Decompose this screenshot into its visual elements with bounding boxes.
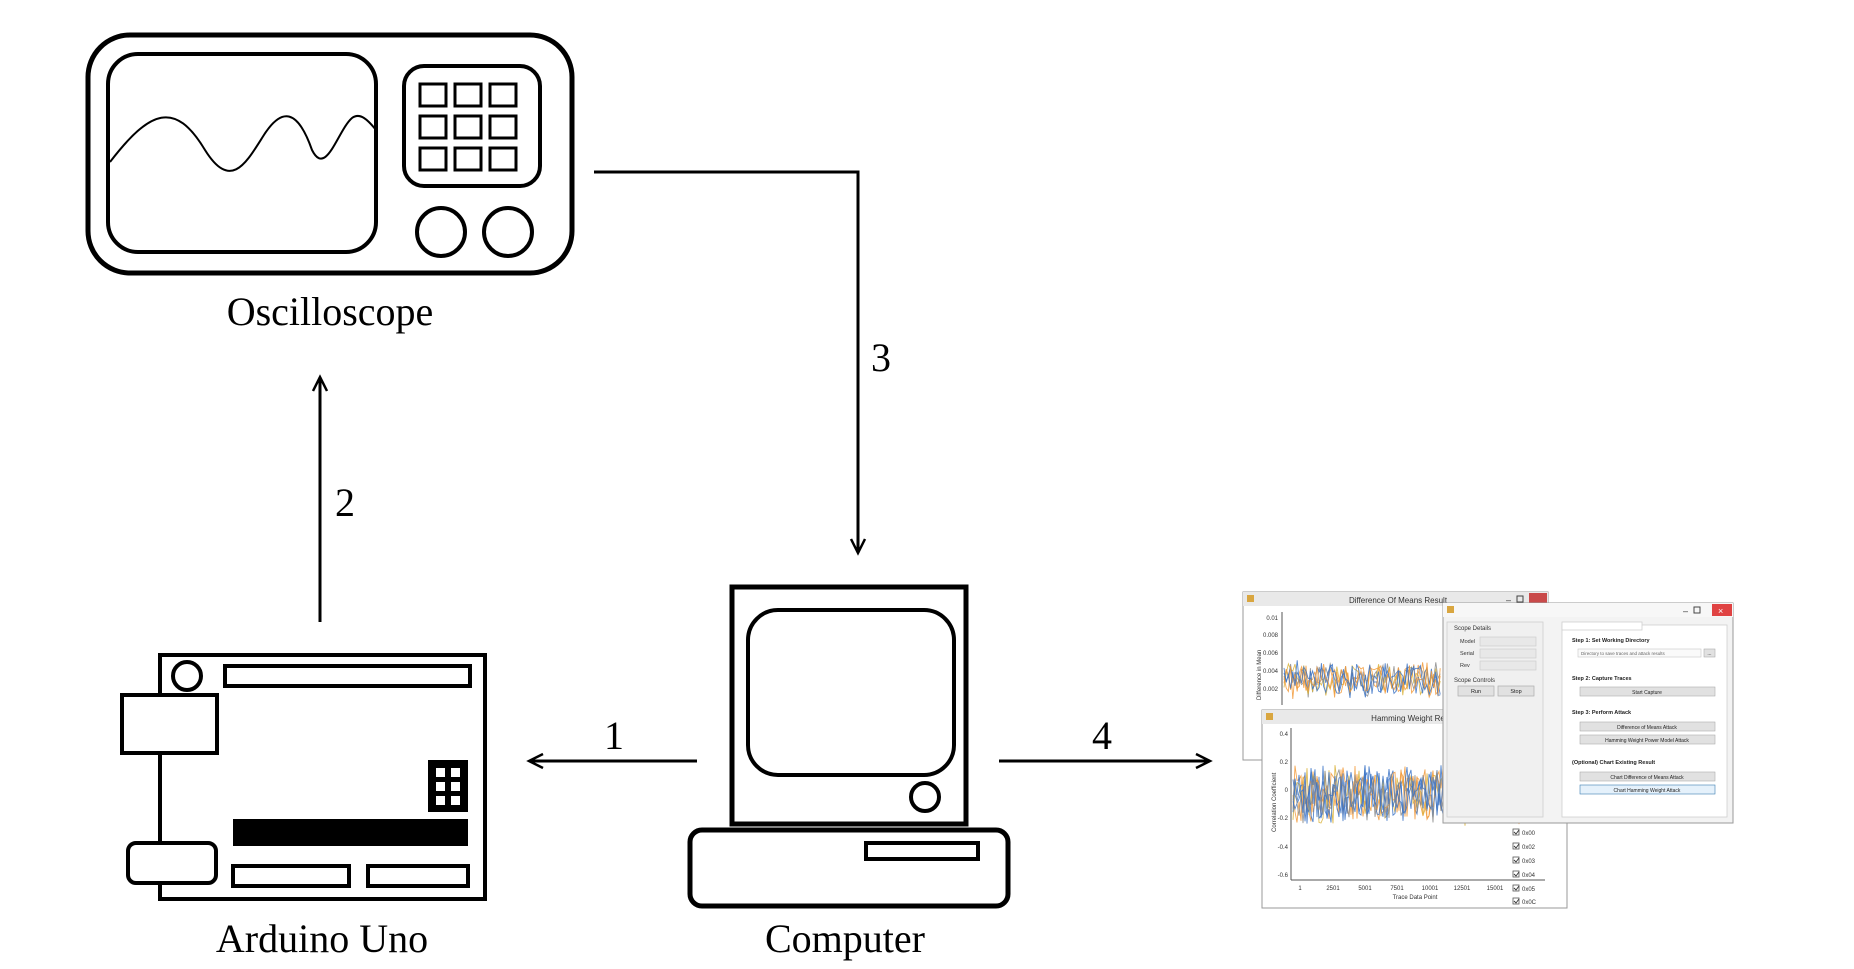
dom-window-title: Difference Of Means Result: [1349, 596, 1448, 605]
hw-window-title: Hamming Weight Res: [1371, 714, 1449, 723]
chart-dom-button[interactable]: Chart Difference of Means Attack: [1579, 771, 1716, 782]
field-label-rev: Rev: [1460, 663, 1470, 669]
rev-field[interactable]: [1479, 660, 1537, 671]
key-guess-checkbox[interactable]: 0x03: [1512, 856, 1536, 865]
hw-x-tick: 1: [1298, 886, 1302, 892]
key-guess-label: 0x03: [1522, 859, 1536, 865]
maximize-icon[interactable]: [1693, 606, 1701, 614]
minimize-icon[interactable]: –: [1506, 595, 1511, 605]
browse-button[interactable]: ...: [1703, 648, 1716, 658]
hw-x-axis-label: Trace Data Point: [1393, 895, 1438, 901]
hw-y-axis-label: Correlation Coefficient: [1272, 772, 1278, 832]
key-guess-label: 0x04: [1522, 873, 1536, 879]
window-icon: [1247, 595, 1254, 602]
arrow-3: [594, 170, 867, 556]
key-guess-checklist: 0x00 0x02 0x03 0x04 0x05 0x0C: [1512, 828, 1537, 906]
field-label-serial: Serial: [1460, 651, 1474, 657]
hw-y-tick: 0.2: [1280, 760, 1289, 766]
arrow-4-label: 4: [1092, 713, 1112, 758]
step3-title: Step 3: Perform Attack: [1572, 710, 1632, 716]
dom-trace-line-4: [1283, 662, 1441, 700]
maximize-icon[interactable]: [1516, 595, 1524, 603]
minimize-icon[interactable]: –: [1683, 606, 1688, 616]
arrow-2-label: 2: [335, 480, 355, 525]
hw-x-tick: 15001: [1487, 886, 1504, 892]
dom-y-tick: 0.008: [1263, 633, 1279, 639]
hw-attack-button[interactable]: Hamming Weight Power Model Attack: [1579, 734, 1716, 745]
dom-y-tick: 0.01: [1266, 616, 1278, 622]
working-directory-placeholder: Directory to save traces and attack resu…: [1581, 651, 1666, 656]
key-guess-label: 0x02: [1522, 845, 1536, 851]
svg-text:Chart Hamming Weight Attack: Chart Hamming Weight Attack: [1614, 788, 1681, 794]
key-guess-checkbox[interactable]: 0x00: [1512, 828, 1536, 837]
dom-y-tick: 0.004: [1263, 669, 1279, 675]
control-panel-window: – × Scope Details Model Serial Rev Scope…: [1442, 602, 1734, 824]
svg-text:Run: Run: [1471, 689, 1481, 695]
key-guess-checkbox[interactable]: 0x0C: [1512, 897, 1537, 906]
svg-text:×: ×: [1718, 606, 1723, 616]
arduino-uno-label: Arduino Uno: [216, 916, 428, 961]
window-icon: [1266, 713, 1273, 720]
dom-y-tick: 0.002: [1263, 687, 1279, 693]
svg-text:...: ...: [1707, 651, 1711, 657]
hw-y-tick: -0.2: [1278, 816, 1289, 822]
run-button[interactable]: Run: [1457, 685, 1495, 697]
working-directory-input[interactable]: [1577, 648, 1702, 658]
key-guess-checkbox[interactable]: 0x04: [1512, 870, 1536, 879]
hw-x-tick: 5001: [1358, 886, 1372, 892]
dom-y-axis-label: Difference in Mean: [1257, 650, 1263, 700]
stop-button[interactable]: Stop: [1497, 685, 1535, 697]
scope-details-title: Scope Details: [1454, 626, 1491, 632]
key-guess-label: 0x05: [1522, 887, 1536, 893]
serial-field[interactable]: [1479, 648, 1537, 659]
oscilloscope-label: Oscilloscope: [227, 289, 434, 334]
dom-trace-line-3: [1283, 660, 1441, 698]
hw-y-tick: 0.4: [1280, 732, 1289, 738]
field-label-model: Model: [1460, 639, 1475, 645]
arrow-1-label: 1: [604, 713, 624, 758]
scope-controls-title: Scope Controls: [1454, 678, 1495, 684]
hw-x-tick: 2501: [1326, 886, 1340, 892]
dom-trace-line-5: [1283, 663, 1441, 698]
tab-header[interactable]: [1561, 621, 1643, 631]
window-icon: [1447, 606, 1454, 613]
key-guess-label: 0x00: [1522, 831, 1536, 837]
hw-y-tick: 0: [1285, 788, 1289, 794]
close-icon[interactable]: [1529, 593, 1547, 605]
step1-title: Step 1: Set Working Directory: [1572, 638, 1650, 644]
svg-text:Difference of Means Attack: Difference of Means Attack: [1617, 725, 1677, 731]
step2-title: Step 2: Capture Traces: [1572, 676, 1632, 682]
dom-attack-button[interactable]: Difference of Means Attack: [1579, 721, 1716, 732]
dom-trace-plot: [1283, 660, 1441, 700]
software-screenshots: Difference Of Means Result – 0.01 0.008 …: [1242, 591, 1734, 909]
hw-y-tick: -0.4: [1278, 845, 1289, 851]
computer-icon: [687, 584, 1011, 909]
svg-text:Stop: Stop: [1510, 689, 1521, 695]
close-icon[interactable]: [1712, 604, 1732, 616]
hw-y-tick: -0.6: [1278, 873, 1289, 879]
arrow-3-label: 3: [871, 335, 891, 380]
svg-text:Start Capture: Start Capture: [1632, 690, 1662, 696]
arduino-uno-icon: [120, 653, 487, 901]
key-guess-label: 0x0C: [1522, 900, 1537, 906]
key-guess-checkbox[interactable]: 0x02: [1512, 842, 1536, 851]
chart-hw-button[interactable]: Chart Hamming Weight Attack: [1579, 784, 1716, 795]
key-guess-checkbox[interactable]: 0x05: [1512, 884, 1536, 893]
start-capture-button[interactable]: Start Capture: [1579, 686, 1716, 697]
model-field[interactable]: [1479, 636, 1537, 647]
svg-text:Hamming Weight Power Model Att: Hamming Weight Power Model Attack: [1605, 738, 1689, 744]
optional-chart-title: (Optional) Chart Existing Result: [1572, 760, 1655, 766]
hw-x-tick: 12501: [1454, 886, 1471, 892]
oscilloscope-icon: [85, 32, 575, 276]
computer-label: Computer: [765, 916, 925, 961]
hw-x-tick: 10001: [1422, 886, 1439, 892]
svg-text:Chart Difference of Means Atta: Chart Difference of Means Attack: [1610, 775, 1684, 781]
hw-x-tick: 7501: [1390, 886, 1404, 892]
dom-y-tick: 0.006: [1263, 651, 1279, 657]
